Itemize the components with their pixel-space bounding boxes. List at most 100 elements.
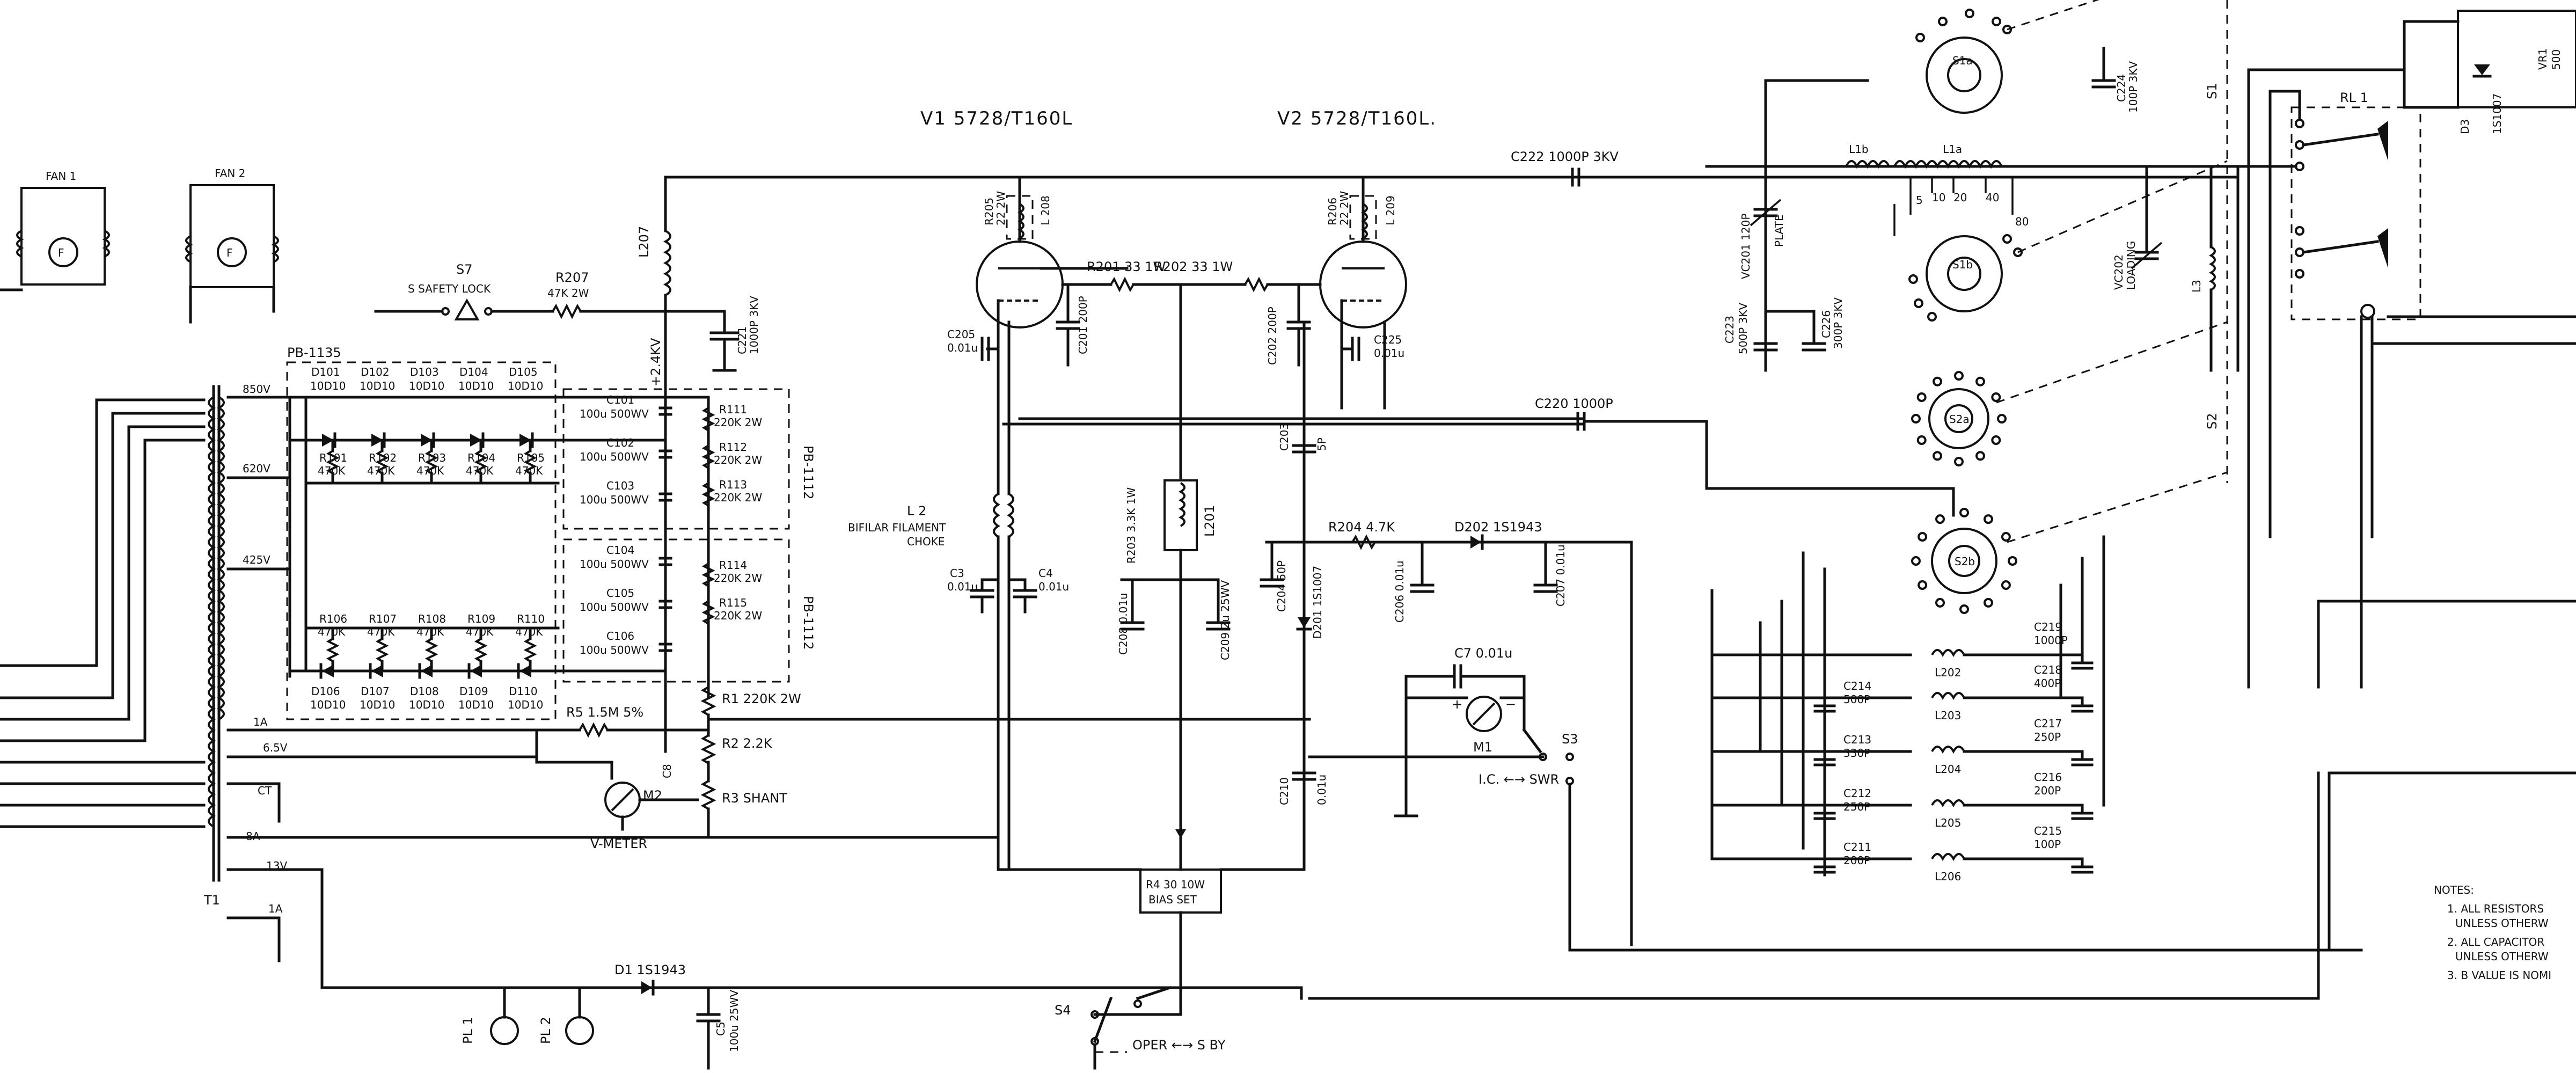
switch-contact	[1911, 556, 1921, 566]
hv-cap-value: 100u 500WV	[580, 558, 649, 571]
s3-label: S3	[1562, 732, 1578, 747]
ladder-cap-right-name: C219	[2034, 621, 2062, 633]
coupling-caps: C220 1000P C222 1000P 3KV	[1511, 149, 1708, 490]
diode-symbol	[470, 665, 482, 677]
resistor-top-value: 470K	[466, 464, 494, 477]
vc202-note: LOADING	[2125, 241, 2138, 290]
hv-filter-banks: PB-1112 PB-1112	[562, 388, 816, 699]
resistor-top-value: 470K	[318, 464, 346, 477]
resistor-symbol	[425, 638, 438, 662]
ladder-cap-right-value: 1000P	[2034, 634, 2068, 647]
ladder-inductor-label: L204	[1935, 763, 1961, 776]
diode-top-name: D102	[361, 366, 390, 378]
resistor-top-value: 470K	[416, 464, 444, 477]
c226-value: 300P 3KV	[1832, 297, 1845, 349]
l208-label: L 208	[1039, 195, 1052, 225]
resistor-symbol	[701, 407, 715, 432]
tap-10: 10	[1932, 191, 1945, 204]
switch-contact	[1959, 508, 1969, 517]
fan2-label: FAN 2	[215, 167, 245, 180]
switch-contact	[1935, 597, 1945, 608]
resistor-bot-name: R107	[369, 612, 397, 625]
inductor-symbol	[1931, 853, 1965, 862]
diode-symbol	[470, 434, 482, 447]
c225-label: C225	[1374, 333, 1402, 346]
l1b-label: L1b	[1849, 143, 1869, 156]
rl1-label: RL 1	[2340, 90, 2368, 105]
diode-top-name: D104	[459, 366, 488, 378]
inductor-symbol	[1931, 746, 1965, 754]
resistor-symbol	[474, 450, 488, 475]
switch-contact	[2001, 532, 2011, 542]
switch-contact	[1959, 604, 1969, 614]
c224-value: 100P 3KV	[2127, 61, 2140, 113]
d3-value: 1S1007	[2491, 93, 2504, 134]
notes-line-4: UNLESS OTHERW	[2455, 950, 2549, 963]
resistor-symbol	[375, 450, 389, 475]
ladder-cap-right-value: 100P	[2034, 838, 2061, 851]
vr1-value: 500	[2550, 49, 2563, 70]
vc201-label: VC201 120P	[1739, 214, 1752, 279]
resistor-bot-name: R109	[467, 612, 495, 625]
diode-symbol	[421, 434, 433, 447]
hv-cap-value: 100u 500WV	[580, 601, 649, 614]
s7-label: S7	[456, 262, 473, 277]
c3-label: C3	[950, 567, 964, 580]
ladder-cap-right-value: 250P	[2034, 731, 2061, 743]
switch-contact	[1997, 414, 2007, 424]
diode-bot-value: 10D10	[409, 698, 444, 711]
r207-value: 47K 2W	[547, 287, 589, 300]
ladder-cap-right-name: C216	[2034, 771, 2062, 784]
switch-contact	[1975, 376, 1985, 386]
inductor-symbol	[1931, 692, 1965, 700]
hv-res-name: R115	[719, 596, 747, 609]
grid-bias-network: L 2 BIFILAR FILAMENT CHOKE C3 0.01u C4 0…	[848, 283, 1585, 871]
switch-contact	[1954, 457, 1964, 466]
c3-value: 0.01u	[947, 580, 978, 593]
d3-label: D3	[2458, 119, 2471, 134]
tap-20: 20	[1953, 191, 1967, 204]
resistor-symbol	[326, 450, 340, 475]
r2-label: R2 2.2K	[722, 736, 773, 751]
diode-symbol	[371, 434, 383, 447]
l2-desc-2: CHOKE	[907, 535, 945, 548]
r203-label: R203 3.3K 1W	[1125, 487, 1138, 564]
diode-symbol	[322, 665, 334, 677]
low-voltage-supply: D1 1S1943 PL 1 PL 2 C5 100u 25WV S4 OPER…	[342, 962, 1226, 1070]
c223-value: 500P 3KV	[1737, 303, 1750, 354]
s1-switch-label: S1	[2205, 83, 2220, 99]
tube-v1: V1 5728/T160L R205 22 2W L 208 R201 33 1…	[920, 108, 1225, 410]
c209-label: C209 2u 25WV	[1219, 580, 1232, 660]
hv-cap-name: C106	[606, 630, 634, 643]
ladder-cap-left-name: C213	[1843, 733, 1871, 746]
l2-desc-1: BIFILAR FILAMENT	[848, 521, 946, 534]
tap-80: 80	[2015, 215, 2029, 228]
switch-contact	[1975, 451, 1985, 461]
resistor-symbol	[523, 638, 537, 662]
ladder-cap-left-name: C214	[1843, 680, 1871, 692]
s2b-label: S2b	[1955, 555, 1975, 568]
c4-label: C4	[1038, 567, 1053, 580]
svg-text:+: +	[1452, 697, 1462, 712]
ladder-rows: L202L203L204L205L206C214500PC213330PC212…	[1710, 621, 2094, 883]
ladder-cap-right-name: C217	[2034, 717, 2062, 730]
diode-bot-name: D106	[311, 685, 340, 698]
ladder-inductor-label: L206	[1935, 870, 1961, 883]
c4-value: 0.01u	[1038, 580, 1069, 593]
notes-line-2: UNLESS OTHERW	[2455, 917, 2549, 930]
switch-contact	[1916, 435, 1927, 445]
r5-label: R5 1.5M 5%	[566, 705, 643, 720]
hv-cap-value: 100u 500WV	[580, 493, 649, 506]
notes-line-5: 3. B VALUE IS NOMI	[2447, 969, 2551, 982]
s2-switch-label: S2	[2205, 413, 2220, 429]
l207-label: L207	[636, 226, 652, 258]
r1-label: R1 220K 2W	[722, 691, 801, 706]
hv-res-name: R112	[719, 441, 747, 454]
c203-value: 5P	[1315, 437, 1328, 451]
diode-top-name: D103	[410, 366, 439, 378]
r1-r2-r3: R1 220K 2W R2 2.2K R3 SHANT	[696, 686, 1311, 839]
c226-label: C226	[1820, 310, 1833, 338]
hv-res-value: 220K 2W	[714, 609, 762, 622]
bias-set-label: BIAS SET	[1148, 893, 1197, 906]
